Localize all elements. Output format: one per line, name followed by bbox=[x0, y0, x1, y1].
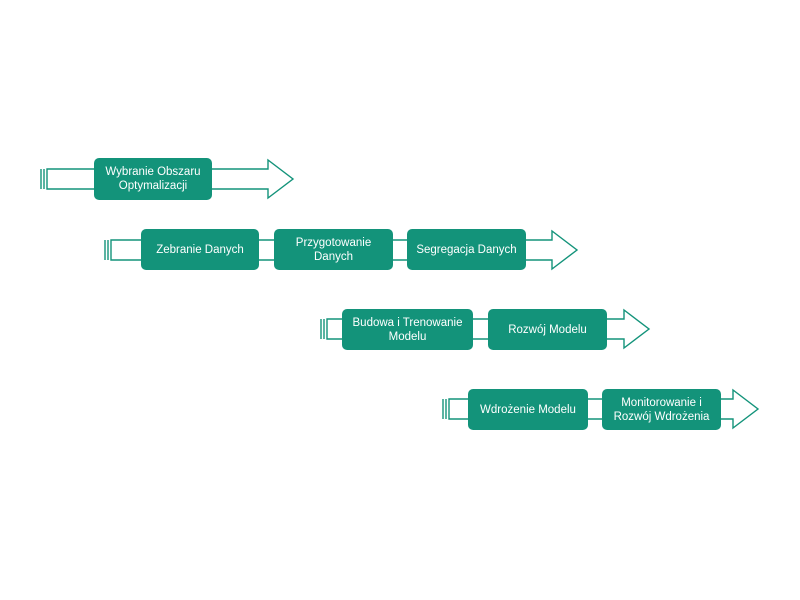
step-wybranie-obszaru: Wybranie Obszaru Optymalizacji bbox=[94, 158, 212, 200]
step-zebranie-danych: Zebranie Danych bbox=[141, 229, 259, 270]
step-segregacja-danych: Segregacja Danych bbox=[407, 229, 526, 270]
step-rozwoj-modelu: Rozwój Modelu bbox=[488, 309, 607, 350]
step-wdrozenie-modelu: Wdrożenie Modelu bbox=[468, 389, 588, 430]
step-monitorowanie-i-rozwoj: Monitorowanie i Rozwój Wdrożenia bbox=[602, 389, 721, 430]
step-budowa-i-trenowanie: Budowa i Trenowanie Modelu bbox=[342, 309, 473, 350]
step-przygotowanie-danych: Przygotowanie Danych bbox=[274, 229, 393, 270]
